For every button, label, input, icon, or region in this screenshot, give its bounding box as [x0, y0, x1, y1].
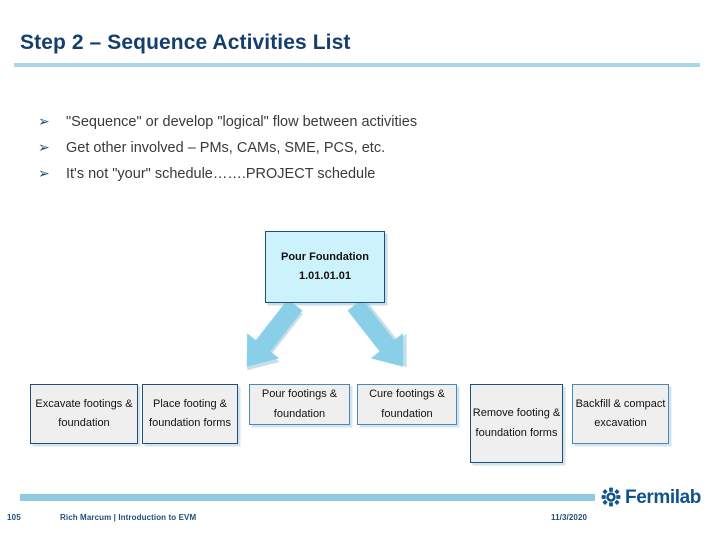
chevron-arrow-bullet-icon: ➢ [38, 166, 50, 182]
diagram-node-backfill-compact[interactable]: Backfill & compact excavation [572, 384, 669, 444]
node-label: Excavate footings & foundation [35, 397, 133, 430]
list-item: ➢ It's not "your" schedule…….PROJECT sch… [38, 164, 658, 190]
title-underline-rule [14, 63, 700, 67]
footer-credit: Rich Marcum | Introduction to EVM [60, 513, 197, 522]
node-label: Cure footings & foundation [369, 388, 445, 420]
bullet-text: It's not "your" schedule…….PROJECT sched… [66, 166, 376, 182]
node-label: Place footing & foundation forms [149, 397, 231, 430]
diagram-node-place-footing-forms[interactable]: Place footing & foundation forms [142, 384, 238, 444]
arrow-down-left [246, 299, 303, 367]
chevron-arrow-bullet-icon: ➢ [38, 114, 50, 130]
footer-page-number: 105 [7, 513, 21, 522]
chevron-arrow-bullet-icon: ➢ [38, 140, 50, 156]
fermilab-logo-icon [601, 487, 621, 507]
node-label: Pour footings & foundation [261, 388, 338, 420]
bullet-list: ➢ "Sequence" or develop "logical" flow b… [38, 112, 658, 190]
diagram-node-excavate-footings[interactable]: Excavate footings & foundation [30, 384, 138, 444]
node-label: Backfill & compact excavation [575, 397, 666, 430]
fermilab-brand: Fermilab [601, 487, 701, 507]
footer-date: 11/3/2020 [551, 513, 588, 522]
list-item: ➢ "Sequence" or develop "logical" flow b… [38, 112, 658, 138]
arrow-down-right [347, 299, 404, 367]
bullet-text: Get other involved – PMs, CAMs, SME, PCS… [66, 140, 386, 156]
bullet-text: "Sequence" or develop "logical" flow bet… [66, 114, 418, 130]
footer-rule [20, 494, 595, 501]
root-node-label: Pour Foundation [281, 250, 369, 263]
root-node-wbs-code: 1.01.01.01 [298, 270, 351, 282]
diagram-node-pour-footings[interactable]: Pour footings & foundation [249, 384, 350, 425]
diagram-node-remove-forms[interactable]: Remove footing & foundation forms [470, 384, 563, 463]
page-title: Step 2 – Sequence Activities List [20, 31, 351, 54]
fermilab-wordmark: Fermilab [625, 486, 701, 508]
diagram-node-root[interactable]: Pour Foundation 1.01.01.01 [265, 231, 385, 303]
list-item: ➢ Get other involved – PMs, CAMs, SME, P… [38, 138, 658, 164]
diagram-node-cure-footings[interactable]: Cure footings & foundation [357, 384, 457, 425]
node-label: Remove footing & foundation forms [472, 407, 561, 439]
title-block: Step 2 – Sequence Activities List [20, 30, 704, 56]
